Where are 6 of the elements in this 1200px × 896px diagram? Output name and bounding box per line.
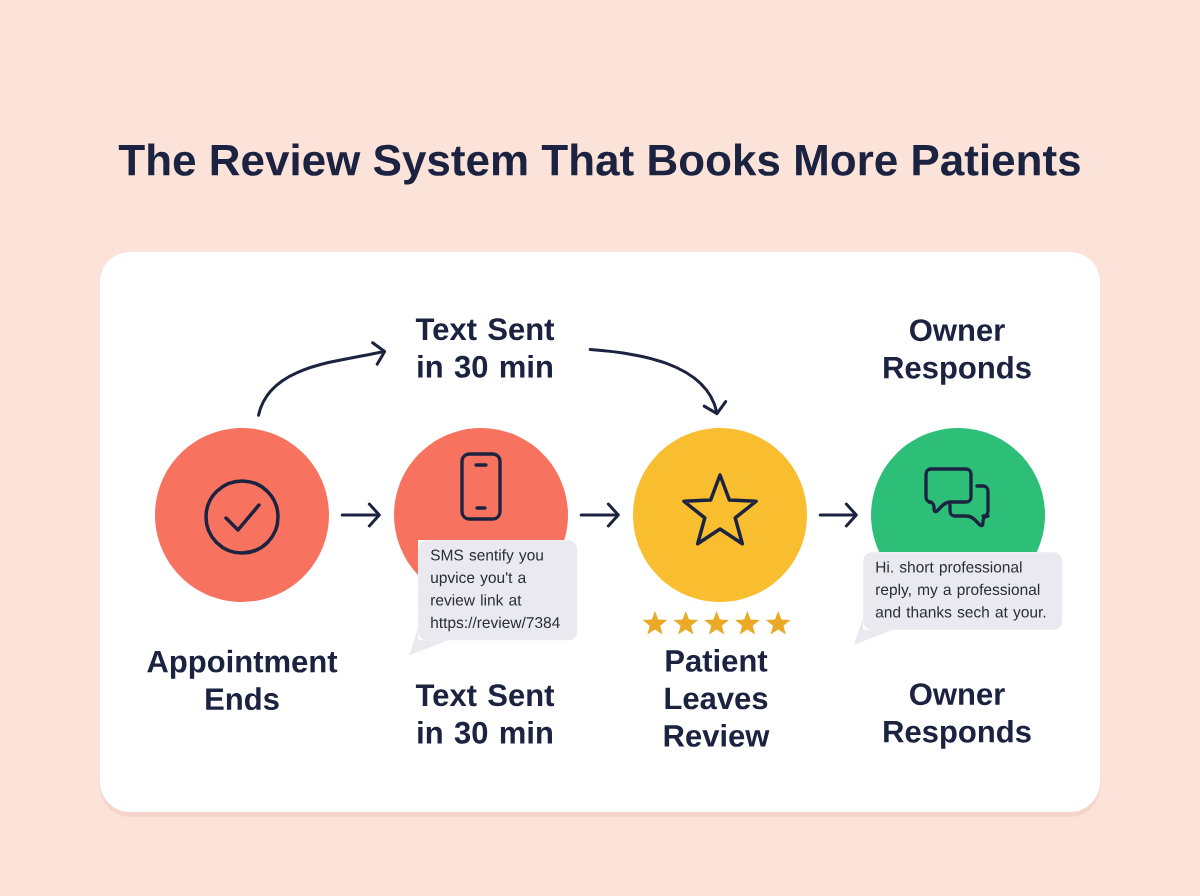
step-label: Owner Responds	[884, 683, 1031, 749]
step-label: Patient Leaves Review	[664, 649, 770, 747]
step-label: Text Sent in 30 min	[415, 684, 555, 744]
title: The Review System That Books More Patients	[118, 143, 1080, 185]
step-label: Owner Responds	[884, 319, 1031, 385]
step-label: Appointment Ends	[147, 649, 338, 711]
